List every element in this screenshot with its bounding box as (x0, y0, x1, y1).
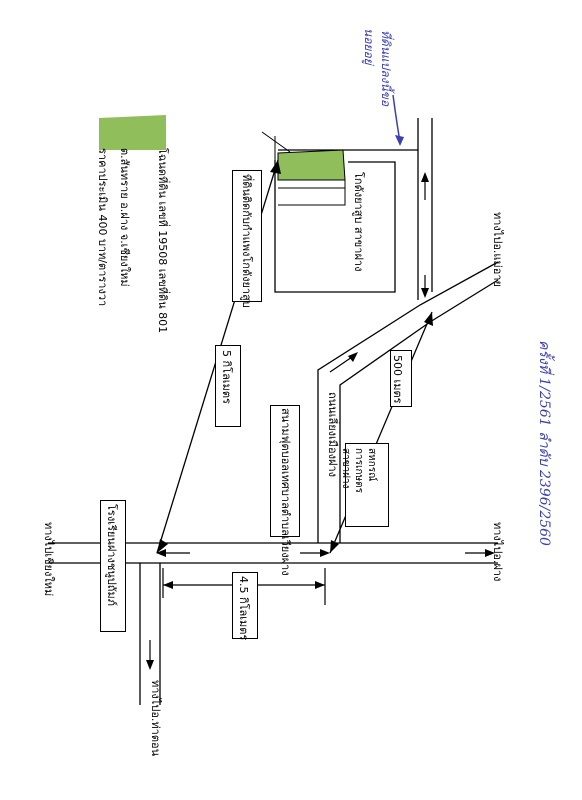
direction-to-thaton: ทางไปอ.ท่าตอน (149, 680, 162, 757)
legend-line-3: ราคาประเมิน 400 บาท/ตารางวา (96, 148, 109, 307)
legend-swatch (99, 115, 166, 150)
handwritten-note-1: ที่ดินแปลงนี้ขอ (379, 30, 393, 107)
distance-45km-box (232, 572, 258, 639)
arrow-maeai-down (421, 288, 429, 298)
hospital-label: สหกรณ์การเกษตร สาขาฝาง (340, 448, 377, 493)
school-label: โรงเรียนฝางชนูปถัมภ์ (105, 504, 118, 606)
school-box (100, 500, 126, 632)
dimension-45km-arrow-right (315, 581, 325, 589)
pointer-500m-arrow-bottom (330, 540, 339, 553)
legend-line-1: โฉนดที่ดิน เลขที่ 19508 เลขที่ดิน 801 (156, 148, 169, 334)
distance-500m-box (390, 350, 412, 407)
pointer-arrowhead-top (270, 160, 281, 174)
junction-arrow-mid (320, 549, 330, 557)
arrow-to-fang (485, 549, 495, 557)
dimension-45km-arrow-left (163, 581, 173, 589)
hospital-box (345, 443, 389, 527)
junction-arrow-left (156, 549, 166, 557)
pointer-arrowhead-bottom (157, 539, 168, 553)
distance-5km-label: 5 กิโลเมตร (220, 350, 233, 404)
warehouse-label: โกดังยาสูบ สาขาฝาง (352, 172, 365, 272)
parcel-pointer-tick (261, 131, 291, 153)
parcel-label: ที่ดินติดกับกำแพงโกดังยาสูบ (240, 174, 253, 308)
direction-to-maeai: ทางไปอ.แม่อาย (491, 212, 504, 287)
parcel-label-box (232, 170, 262, 302)
handwritten-arrowhead (395, 135, 404, 146)
handwritten-reference: ครั้งที่ 1/2561 ลำดับ 2396/2560 (536, 340, 552, 546)
pointer-500m-arrow-top (424, 312, 433, 326)
direction-to-fang: ทางไปอ.ฝาง (491, 522, 504, 582)
warehouse-inner-lot (278, 179, 346, 206)
bypass-road-edge-b (339, 279, 499, 543)
stadium-label: สนามฟุตบอลเทศบาลตำบลเวียงฝาง (279, 408, 292, 576)
handwritten-note-2: นอยอยู่ (362, 28, 376, 65)
distance-5km-box (215, 345, 241, 427)
land-parcel (277, 149, 346, 181)
legend-line-2: ต.สันทราย อ.ฝาง จ.เชียงใหม่ (118, 148, 131, 287)
warehouse-compound (274, 160, 396, 293)
distance-45km-label: 4.5 กิโลเมตร (237, 576, 250, 641)
distance-500m-label: 500 เมตร (391, 355, 404, 404)
arrow-maeai-up (421, 172, 429, 182)
stadium-box (270, 405, 300, 537)
arrow-bypass (348, 352, 358, 362)
direction-to-chiangmai: ทางไปเชียงใหม่ (42, 522, 55, 597)
bypass-road-edge-a (317, 261, 499, 543)
arrow-to-chiangmai (146, 660, 154, 670)
